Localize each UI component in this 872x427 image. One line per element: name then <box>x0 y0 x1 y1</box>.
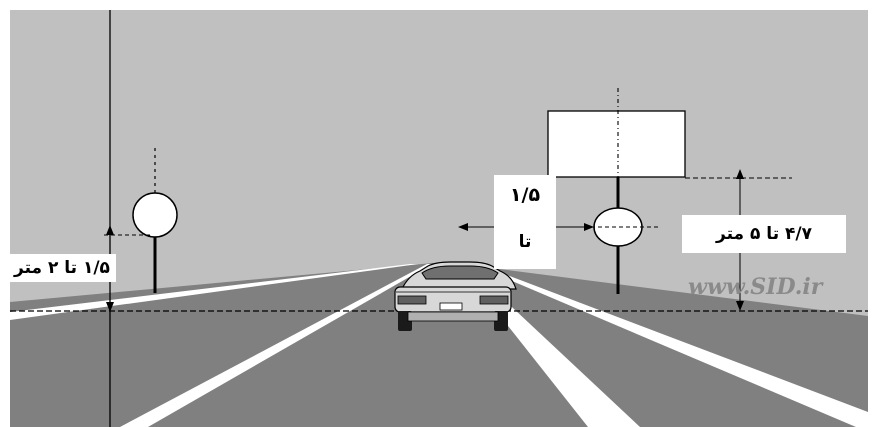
lateral-distance-label-top: ۱/۵ <box>494 175 556 215</box>
overhead-rectangular-sign <box>547 110 686 178</box>
left-round-sign <box>132 192 178 238</box>
car-rear-view <box>394 261 517 331</box>
right-height-arrow-down <box>736 301 744 311</box>
left-height-arrow-down <box>106 302 114 312</box>
lateral-distance-arrow-left <box>458 223 468 231</box>
overhead-sign-height-label: ۴/۷ تا ۵ متر <box>682 215 846 253</box>
lateral-distance-label-bottom: تا <box>494 215 556 269</box>
lane-marking-center-left <box>120 264 432 427</box>
left-sign-height-label: ۱/۵ تا ۲ متر <box>8 254 116 282</box>
lane-marking-right <box>472 264 868 427</box>
road-surface <box>10 262 868 427</box>
right-height-arrow-up <box>736 169 744 179</box>
left-height-arrow-up <box>106 225 114 235</box>
lateral-distance-arrow-right <box>584 223 594 231</box>
watermark-text: www.SID.ir <box>688 274 823 300</box>
